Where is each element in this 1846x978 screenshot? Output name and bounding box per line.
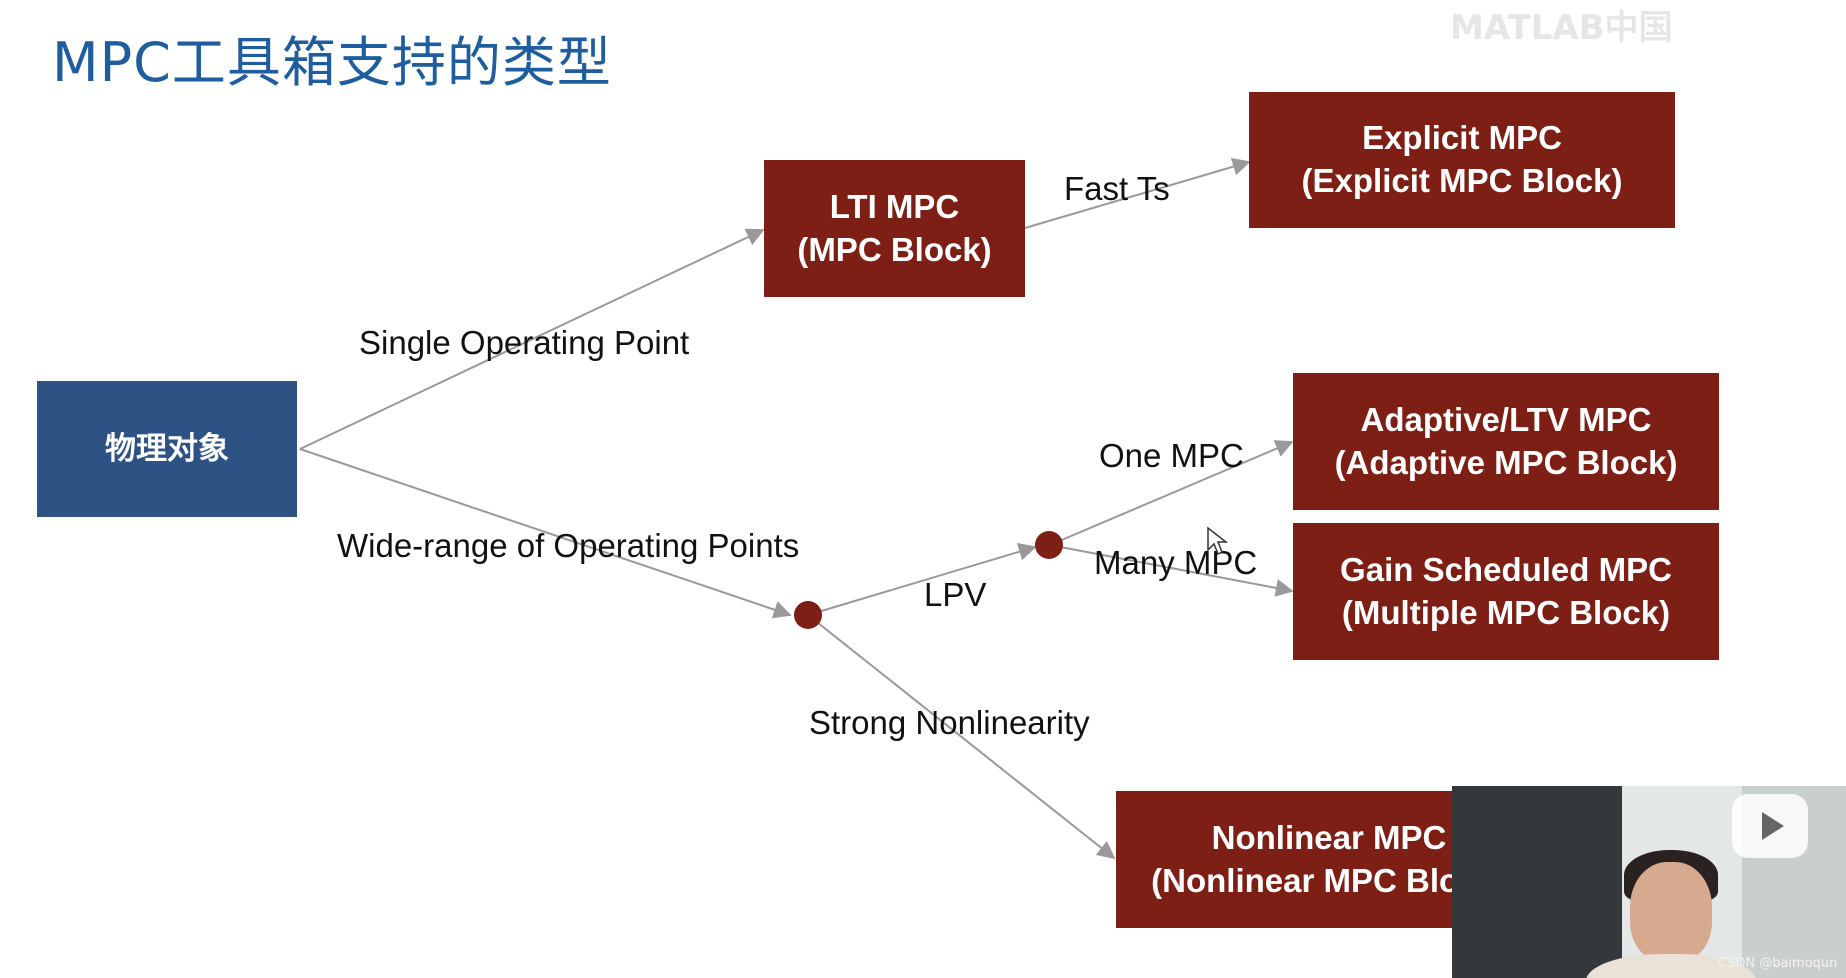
presenter-face — [1630, 862, 1712, 962]
plant-label: 物理对象 — [105, 430, 229, 467]
gain-scheduled-mpc-block: (Multiple MPC Block) — [1341, 593, 1671, 631]
junction-dot-2 — [1035, 531, 1063, 559]
adaptive-mpc-box: Adaptive/LTV MPC (Adaptive MPC Block) — [1293, 373, 1719, 510]
gain-scheduled-mpc-box: Gain Scheduled MPC (Multiple MPC Block) — [1293, 523, 1719, 660]
lti-mpc-block: (MPC Block) — [797, 230, 992, 268]
gain-scheduled-mpc-title: Gain Scheduled MPC — [1340, 550, 1672, 588]
junction-dot-1 — [794, 601, 822, 629]
edge-plant-to-lti — [299, 228, 765, 450]
edge-junction2-to-gain — [1049, 544, 1294, 597]
adaptive-mpc-title: Adaptive/LTV MPC — [1360, 400, 1652, 438]
explicit-mpc-title: Explicit MPC — [1362, 119, 1562, 157]
lti-mpc-title: LTI MPC — [829, 187, 960, 225]
nonlinear-mpc-title: Nonlinear MPC — [1211, 818, 1447, 856]
lti-mpc-box: LTI MPC (MPC Block) — [764, 160, 1025, 297]
edge-junction2-to-adaptive — [1049, 440, 1294, 546]
label-lpv: LPV — [924, 576, 987, 613]
credit-text: CSDN @baimoqun — [1718, 956, 1838, 971]
cursor-icon — [1207, 526, 1228, 556]
label-one-mpc: One MPC — [1099, 437, 1244, 474]
edge-plant-to-junction1 — [299, 448, 792, 619]
explicit-mpc-box: Explicit MPC (Explicit MPC Block) — [1249, 92, 1675, 228]
watermark: MATLAB中国 — [1450, 8, 1673, 48]
edge-junction1-to-nonlinear — [807, 614, 1116, 860]
nonlinear-mpc-block: (Nonlinear MPC Block) — [1151, 861, 1507, 899]
label-many-mpc: Many MPC — [1094, 544, 1258, 581]
webcam-overlay — [1452, 786, 1846, 978]
page-title: MPC工具箱支持的类型 — [52, 31, 612, 94]
explicit-mpc-block: (Explicit MPC Block) — [1301, 162, 1623, 199]
adaptive-mpc-block: (Adaptive MPC Block) — [1334, 443, 1678, 481]
label-single-operating-point: Single Operating Point — [359, 324, 690, 361]
edge-junction1-to-junction2 — [807, 543, 1037, 616]
plant-box: 物理对象 — [37, 381, 297, 517]
play-icon[interactable] — [1732, 794, 1808, 858]
label-fast-ts: Fast Ts — [1064, 170, 1170, 207]
label-strong-nonlinearity: Strong Nonlinearity — [809, 704, 1090, 741]
edge-lti-to-explicit — [1024, 157, 1251, 229]
label-wide-range: Wide-range of Operating Points — [337, 527, 800, 564]
